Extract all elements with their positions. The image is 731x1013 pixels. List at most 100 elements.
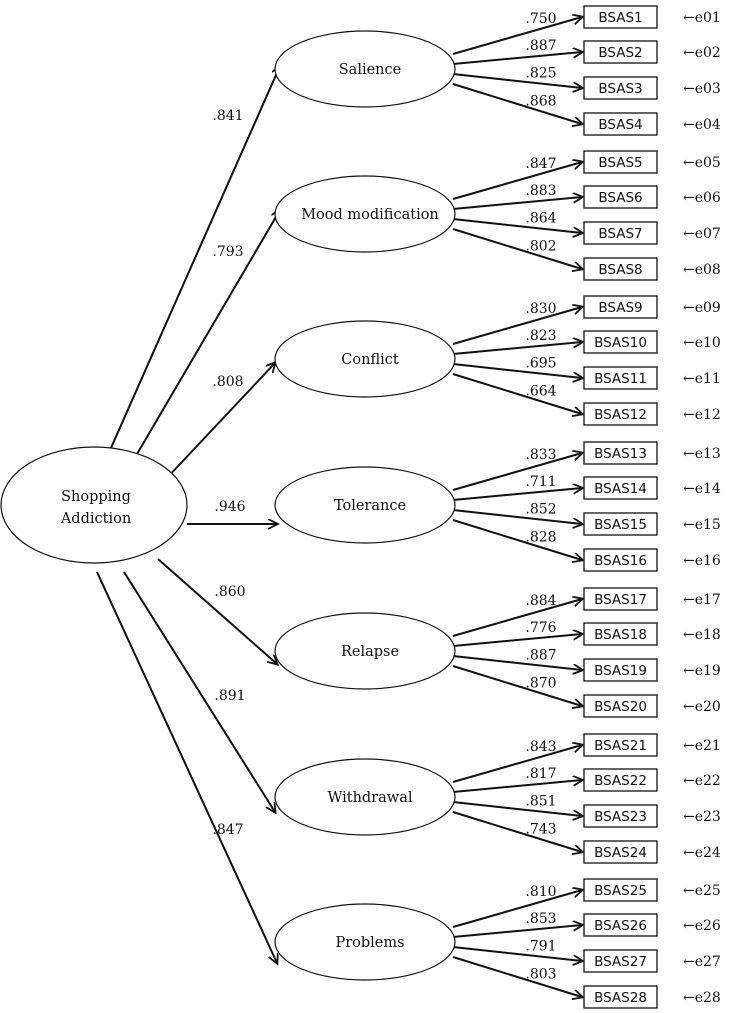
factor-ellipse [274,612,456,690]
item-loading-label: .887 [525,38,556,54]
item-label: BSAS16 [594,553,647,569]
item-loading-label: .664 [525,383,556,399]
item-label: BSAS12 [594,407,647,423]
item-loading-label: .810 [525,884,556,900]
factor-node: Tolerance [274,466,456,544]
factor-to-item-arrow [452,519,582,560]
item-label: BSAS27 [594,954,647,970]
item-box [583,330,658,354]
item-node: BSAS9←e09 [583,295,721,319]
factor-to-item-arrow [452,634,582,647]
item-loading-label: .847 [525,156,556,172]
factor-to-item-arrow [452,956,582,997]
item-label: BSAS13 [594,446,647,462]
item-loading-label: .791 [525,939,556,955]
item-box [583,402,658,426]
factor-to-item-arrow [452,509,582,524]
item-box [583,768,658,792]
error-term-label: ←e21 [683,738,721,754]
item-loading-label: .868 [525,93,556,109]
factor-loading-label: .808 [212,374,243,390]
item-node: BSAS14←e14 [583,476,721,500]
factor-node: Mood modification [274,175,456,253]
error-term-label: ←e03 [683,81,721,97]
item-loading-label: .887 [525,648,556,664]
factor-loading-label: .793 [212,244,243,260]
error-term-label: ←e22 [683,773,721,789]
item-label: BSAS2 [598,45,642,61]
factor-label: Conflict [341,352,399,368]
factor-label: Salience [339,62,401,78]
item-box [583,658,658,682]
error-term-label: ←e28 [683,990,721,1006]
item-loading-label: .883 [525,183,556,199]
error-term-label: ←e23 [683,809,721,825]
item-node: BSAS22 ←e22 [583,768,721,792]
factor-loading-label: .860 [214,584,245,600]
item-box [583,295,658,319]
factor-node: Conflict [274,320,456,398]
item-node: BSAS12←e12 [583,402,721,426]
factor-to-item-arrow [452,453,582,491]
factor-to-item-arrow [452,17,582,55]
root-to-factor-arrow [123,571,275,812]
item-node: BSAS11←e11 [583,366,721,390]
factor-ellipse [274,320,456,398]
item-label: BSAS17 [594,592,647,608]
factor-loading-label: .891 [214,688,245,704]
item-loading-label: .776 [525,620,556,636]
item-node: BSAS23←e23 [583,804,721,828]
factor-ellipse [274,758,456,836]
factor-label: Relapse [341,644,399,660]
factor-label: Mood modification [301,207,439,223]
item-box [583,221,658,245]
root-to-factor-arrow [157,558,277,664]
item-label: BSAS8 [598,262,642,278]
item-loading-label: .711 [525,474,556,490]
item-label: BSAS22 [594,773,647,789]
item-label: BSAS10 [594,335,647,351]
factor-to-item-arrow [452,488,582,501]
item-label: BSAS7 [598,226,642,242]
item-loading-label: .803 [525,966,556,982]
item-label: BSAS28 [594,990,647,1006]
factor-to-item-arrow [452,73,582,88]
factor-to-item-arrow [452,218,582,233]
item-label: BSAS1 [598,10,642,26]
item-node: BSAS17←e17 [583,587,721,611]
factor-to-item-arrow [452,946,582,961]
item-box [583,548,658,572]
factor-node: Problems [274,903,456,981]
item-label: BSAS14 [594,481,647,497]
error-term-label: ←e11 [683,371,721,387]
item-label: BSAS25 [594,883,647,899]
error-term-label: ←e05 [683,155,721,171]
item-node: BSAS10←e10 [583,330,721,354]
error-term-label: ←e02 [683,45,721,61]
item-box [583,150,658,174]
root-factor: Shopping Addiction [0,446,188,564]
item-label: BSAS6 [598,190,642,206]
error-term-label: ←e25 [683,883,721,899]
item-box [583,694,658,718]
item-loading-label: .851 [525,794,556,810]
item-label: BSAS20 [594,699,647,715]
item-label: BSAS26 [594,918,647,934]
error-term-label: ←e06 [683,190,721,206]
item-label: BSAS19 [594,663,647,679]
item-node: BSAS21←e21 [583,733,721,757]
factor-to-item-arrow [452,655,582,670]
factor-to-item-arrow [452,83,582,124]
item-loading-label: .743 [525,821,556,837]
factor-to-item-arrow [452,373,582,414]
factor-to-item-arrow [452,665,582,706]
item-box [583,185,658,209]
factor-label: Withdrawal [327,790,412,806]
item-box [583,587,658,611]
item-loading-label: .870 [525,675,556,691]
item-node: BSAS25 ←e25 [583,878,721,902]
item-node: BSAS20←e20 [583,694,721,718]
item-box [583,441,658,465]
item-node: BSAS1←e01 [583,5,721,29]
